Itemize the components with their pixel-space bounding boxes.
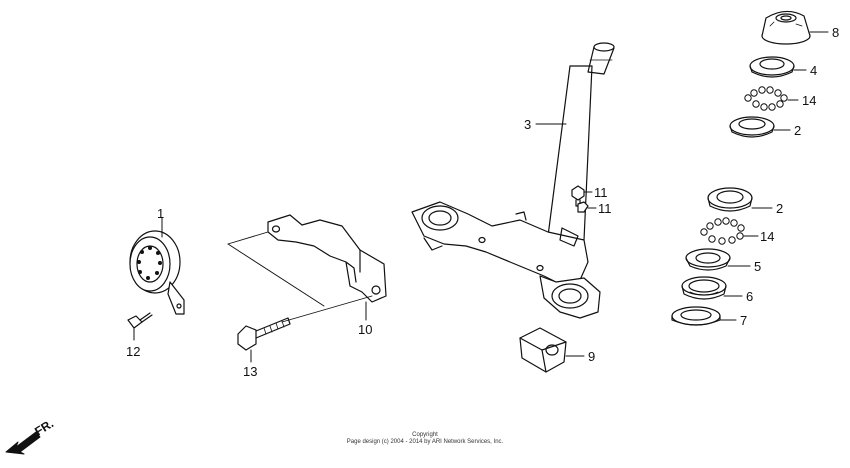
bracket-bolt-part[interactable] — [237, 317, 291, 363]
stem-holder-part[interactable] — [519, 327, 585, 373]
callout-14b: 14 — [760, 229, 774, 244]
lower-ball-bearing-part[interactable] — [700, 217, 759, 245]
upper-ball-race-part[interactable] — [729, 116, 791, 138]
callout-2a: 2 — [794, 123, 801, 138]
dust-seal-part[interactable] — [681, 276, 743, 300]
callout-5: 5 — [754, 259, 761, 274]
callout-7: 7 — [740, 313, 747, 328]
callout-14a: 14 — [802, 93, 816, 108]
steering-stem-part[interactable] — [411, 42, 615, 319]
callout-4: 4 — [810, 63, 817, 78]
callout-8: 8 — [832, 25, 839, 40]
lower-cone-race-part[interactable] — [685, 248, 751, 271]
upper-cone-race-part[interactable] — [749, 56, 807, 78]
upper-ball-bearing-part[interactable] — [744, 86, 799, 111]
stem-fitting-part[interactable] — [571, 185, 597, 213]
callout-13: 13 — [243, 364, 257, 379]
lower-ball-race-part[interactable] — [707, 187, 773, 212]
callout-labels: 1 12 13 10 3 11 11 9 8 4 14 2 2 14 5 6 7 — [126, 25, 839, 379]
callout-10: 10 — [358, 322, 372, 337]
callout-12: 12 — [126, 344, 140, 359]
callout-9: 9 — [588, 349, 595, 364]
horn-part[interactable] — [129, 217, 185, 315]
washer-part[interactable] — [671, 306, 737, 326]
front-arrow-icon — [5, 431, 41, 455]
callout-1: 1 — [157, 206, 164, 221]
callout-3: 3 — [524, 117, 531, 132]
stem-nut-part[interactable] — [761, 10, 829, 45]
callout-6: 6 — [746, 289, 753, 304]
copyright-line: Copyright — [412, 432, 438, 438]
horn-bolt-part[interactable] — [127, 312, 153, 341]
horn-bracket-part[interactable] — [227, 214, 387, 323]
copyright-notice: Page design (c) 2004 - 2014 by ARI Netwo… — [346, 439, 504, 445]
callout-11a: 11 — [594, 185, 608, 200]
callout-11b: 11 — [598, 201, 612, 216]
callout-2b: 2 — [776, 201, 783, 216]
